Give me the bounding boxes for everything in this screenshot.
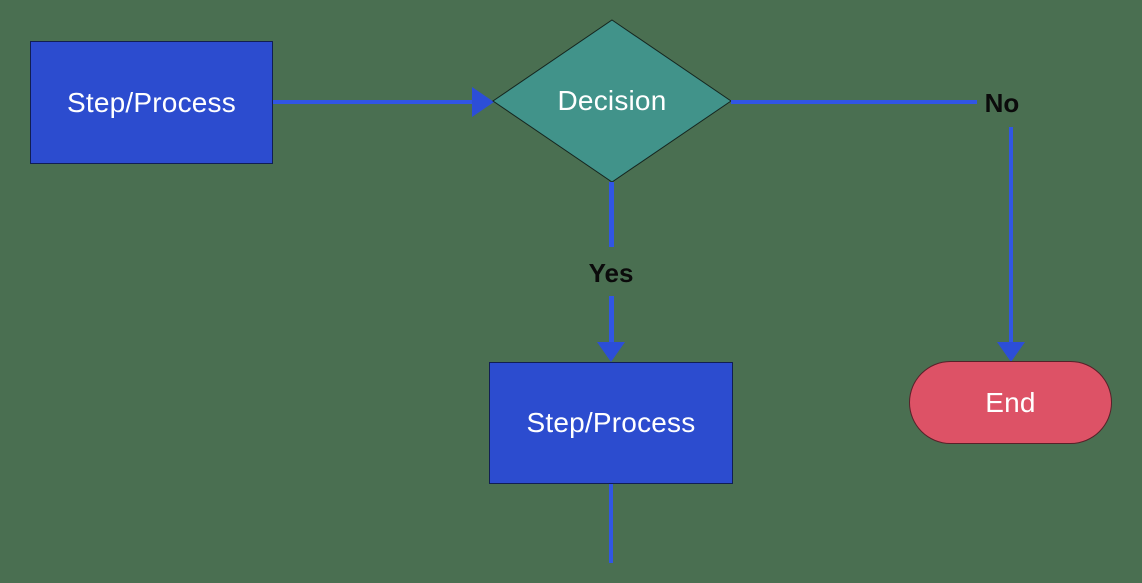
edge-label-no: No xyxy=(984,88,1020,118)
end-node: End xyxy=(909,361,1112,444)
edge-label-yes: Yes xyxy=(588,258,634,288)
process-node-2-label: Step/Process xyxy=(526,407,696,438)
connector-decision-to-yes-upper xyxy=(609,182,614,247)
decision-node: Decision xyxy=(492,19,732,183)
process-node-2: Step/Process xyxy=(489,362,733,484)
connector-no-to-end xyxy=(1009,127,1013,344)
arrowhead-right-icon xyxy=(472,87,494,117)
connector-process1-to-decision xyxy=(273,100,474,104)
end-node-label: End xyxy=(985,386,1036,418)
process-node-1: Step/Process xyxy=(30,41,273,164)
arrowhead-down-process2-icon xyxy=(597,342,625,362)
connector-process2-tail xyxy=(609,484,613,563)
connector-yes-to-process2 xyxy=(609,296,614,344)
decision-node-label: Decision xyxy=(557,85,667,116)
process-node-1-label: Step/Process xyxy=(67,86,236,118)
arrowhead-down-end-icon xyxy=(997,342,1025,362)
connector-decision-to-no xyxy=(731,100,977,104)
